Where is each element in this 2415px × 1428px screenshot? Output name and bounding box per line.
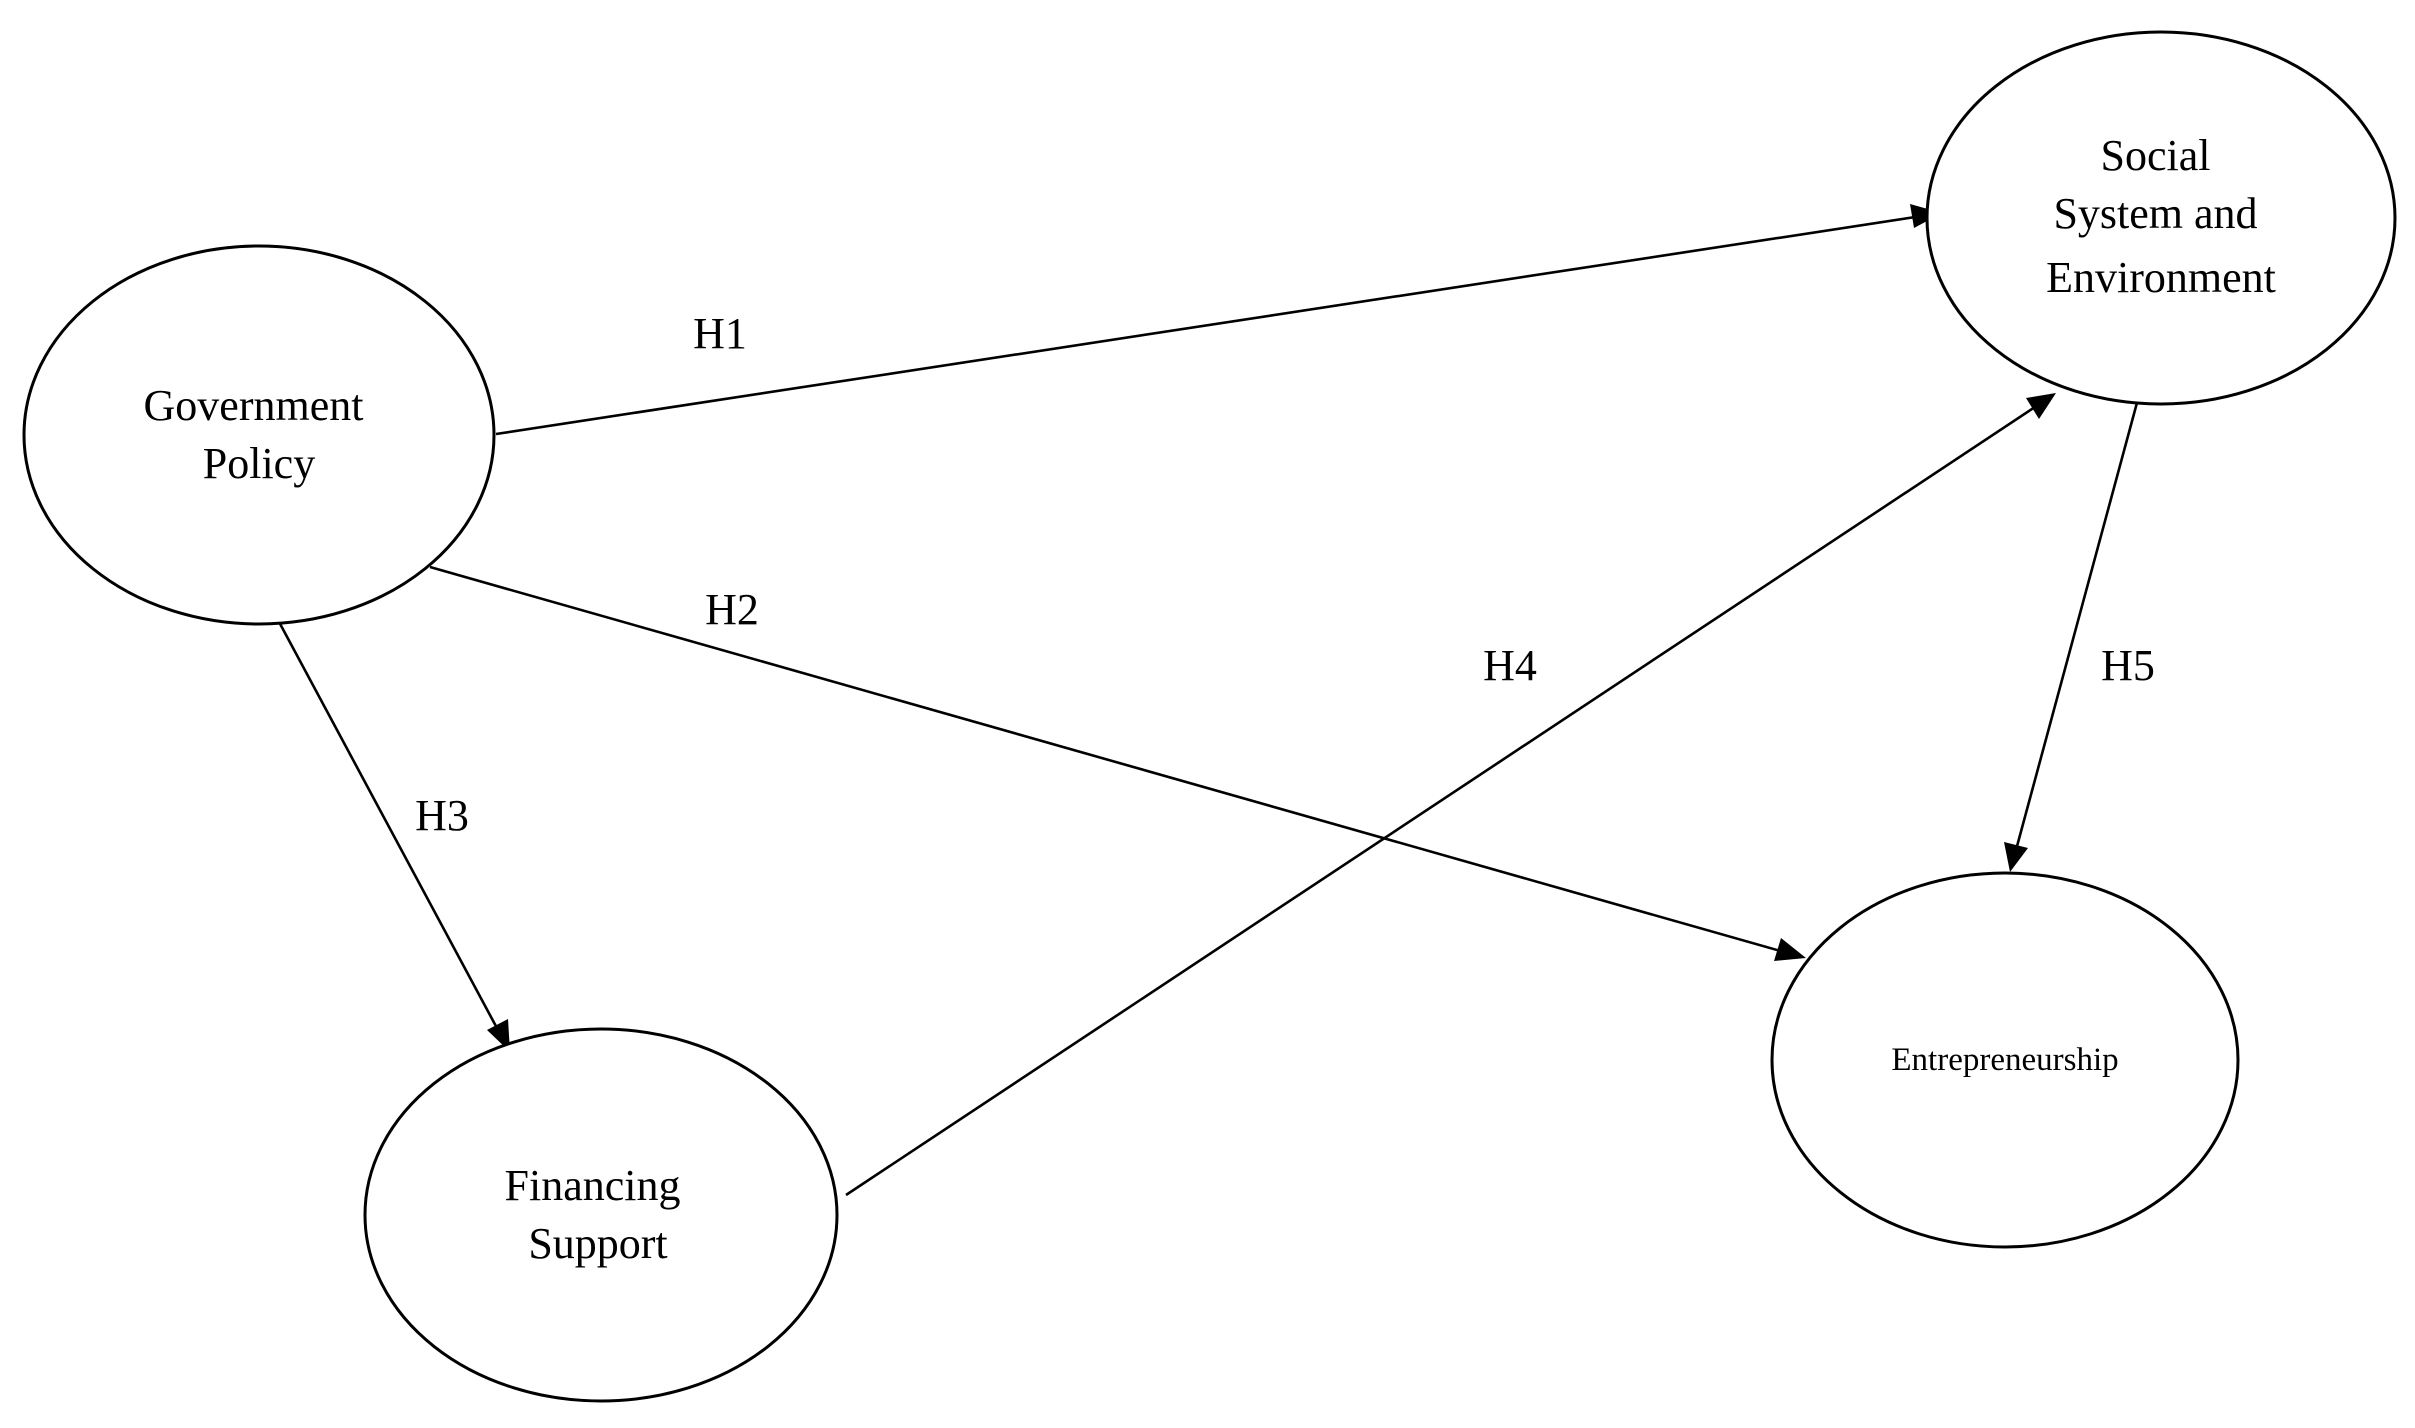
node-social-system-ellipse: [1925, 30, 2397, 406]
node-government-policy-line-1: Government: [144, 381, 364, 430]
node-entrepreneurship-line-1: Entrepreneurship: [1891, 1042, 2118, 1078]
node-financing-support-label: Financing Support: [505, 1161, 692, 1268]
node-social-system-label: Social System and Environment: [2046, 131, 2276, 302]
node-entrepreneurship-label: Entrepreneurship: [1891, 1042, 2118, 1078]
node-social-system: Social System and Environment: [1925, 30, 2397, 406]
node-social-system-line-2: System and: [2053, 189, 2257, 238]
edge-label-h5: H5: [2101, 641, 2155, 690]
edge-label-h4: H4: [1483, 641, 1537, 690]
edge-labels: H1 H2 H3 H4 H5: [415, 309, 2155, 840]
edge-h5-arrowhead: [2004, 842, 2028, 872]
node-government-policy: Government Policy: [22, 244, 496, 626]
node-financing-support: Financing Support: [363, 1027, 839, 1403]
edge-label-h2: H2: [705, 585, 759, 634]
edge-h4-line: [845, 403, 2039, 1197]
node-government-policy-line-2: Policy: [203, 439, 315, 488]
edge-h1-line: [495, 214, 1923, 436]
edges: [276, 204, 2140, 1197]
node-financing-support-line-1: Financing: [505, 1161, 681, 1210]
edge-h4-arrowhead: [2026, 393, 2056, 419]
node-government-policy-label: Government Policy: [144, 381, 375, 488]
edge-h2-arrowhead: [1774, 938, 1806, 961]
node-entrepreneurship: Entrepreneurship: [1770, 871, 2240, 1249]
node-entrepreneurship-ellipse: [1770, 871, 2240, 1249]
node-government-policy-ellipse: [22, 244, 496, 626]
edge-h3-line: [276, 619, 500, 1031]
edge-label-h3: H3: [415, 791, 469, 840]
edge-h5-line: [2014, 398, 2140, 851]
node-financing-support-line-2: Support: [528, 1219, 667, 1268]
edge-h3-arrowhead: [487, 1019, 510, 1052]
node-social-system-line-3: Environment: [2046, 253, 2276, 302]
edge-label-h1: H1: [693, 309, 747, 358]
edge-h2-line: [429, 565, 1785, 954]
node-social-system-line-1: Social: [2101, 131, 2211, 180]
node-financing-support-ellipse: [363, 1027, 839, 1403]
